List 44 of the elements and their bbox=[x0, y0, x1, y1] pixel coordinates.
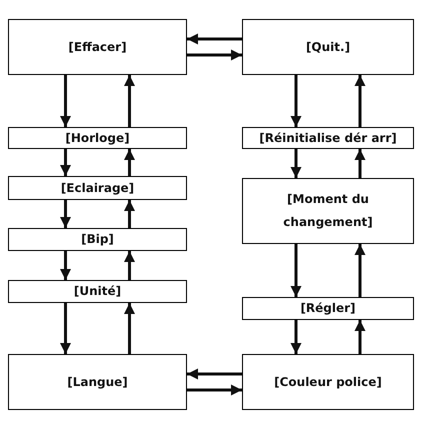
arrow bbox=[187, 368, 242, 380]
menu-label: [Bip] bbox=[81, 231, 114, 248]
arrow bbox=[187, 50, 242, 60]
menu-box bbox=[8, 176, 187, 200]
arrow bbox=[354, 149, 366, 178]
arrow bbox=[290, 320, 302, 354]
menu-box bbox=[242, 178, 414, 244]
menu-box bbox=[242, 297, 414, 320]
arrow bbox=[60, 75, 71, 127]
menu-box bbox=[8, 228, 187, 251]
menu-label: [Moment du changement] bbox=[282, 191, 374, 231]
menu-box bbox=[242, 127, 414, 149]
arrow bbox=[124, 75, 135, 127]
menu-label: [Couleur police] bbox=[274, 374, 382, 391]
menu-label: [Unité] bbox=[74, 283, 122, 300]
arrow bbox=[60, 200, 71, 228]
arrow bbox=[124, 200, 135, 228]
arrow bbox=[187, 34, 242, 44]
menu-box bbox=[8, 19, 187, 75]
menu-box bbox=[8, 280, 187, 303]
menu-box bbox=[242, 354, 414, 410]
menu-box bbox=[8, 127, 187, 149]
arrow bbox=[187, 384, 242, 396]
menu-label: [Régler] bbox=[300, 300, 356, 318]
arrow bbox=[290, 75, 302, 127]
arrow bbox=[60, 303, 71, 354]
menu-box bbox=[242, 19, 414, 75]
menu-label: [Quit.] bbox=[306, 38, 350, 56]
arrow bbox=[354, 75, 366, 127]
menu-label: [Effacer] bbox=[68, 38, 127, 56]
arrow bbox=[290, 149, 302, 178]
arrow bbox=[60, 149, 71, 176]
arrow bbox=[124, 149, 135, 176]
menu-label: [Horloge] bbox=[65, 130, 130, 147]
arrow bbox=[60, 251, 71, 280]
arrow bbox=[354, 244, 366, 297]
menu-label: [Langue] bbox=[67, 374, 128, 391]
menu-box bbox=[8, 354, 187, 410]
menu-label: [Eclairage] bbox=[60, 180, 134, 197]
arrow bbox=[354, 320, 366, 354]
arrow bbox=[124, 303, 135, 354]
arrow bbox=[124, 251, 135, 280]
arrow bbox=[290, 244, 302, 297]
menu-label: [Réinitialise dér arr] bbox=[259, 130, 397, 147]
